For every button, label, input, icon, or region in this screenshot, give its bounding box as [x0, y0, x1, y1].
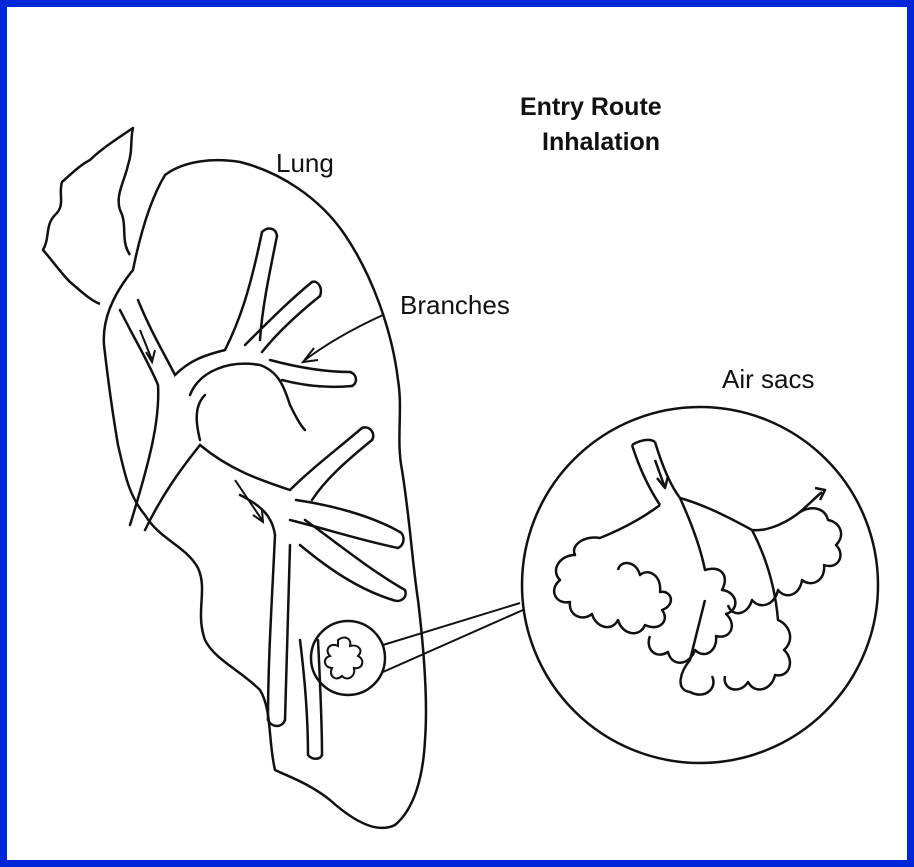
- air-sacs-magnified-circle: [522, 407, 878, 763]
- air-sac-tree: [554, 440, 841, 695]
- bronchial-branches: [120, 229, 406, 759]
- branches-pointer-arrow: [303, 315, 383, 362]
- title-line-2: Inhalation: [542, 128, 660, 156]
- small-air-sac-cluster: [325, 638, 362, 679]
- air-sacs-label: Air sacs: [722, 364, 814, 394]
- lung-outline: [104, 160, 426, 828]
- zoom-lines: [383, 603, 523, 672]
- flow-arrows: [140, 330, 263, 522]
- magnified-region-marker: [311, 621, 385, 695]
- trachea-outline: [43, 128, 133, 304]
- title-line-1: Entry Route: [520, 93, 662, 121]
- lung-label: Lung: [276, 148, 334, 178]
- lung-diagram: Entry Route Inhalation Lung Branches Air…: [7, 7, 907, 860]
- branches-label: Branches: [400, 290, 510, 320]
